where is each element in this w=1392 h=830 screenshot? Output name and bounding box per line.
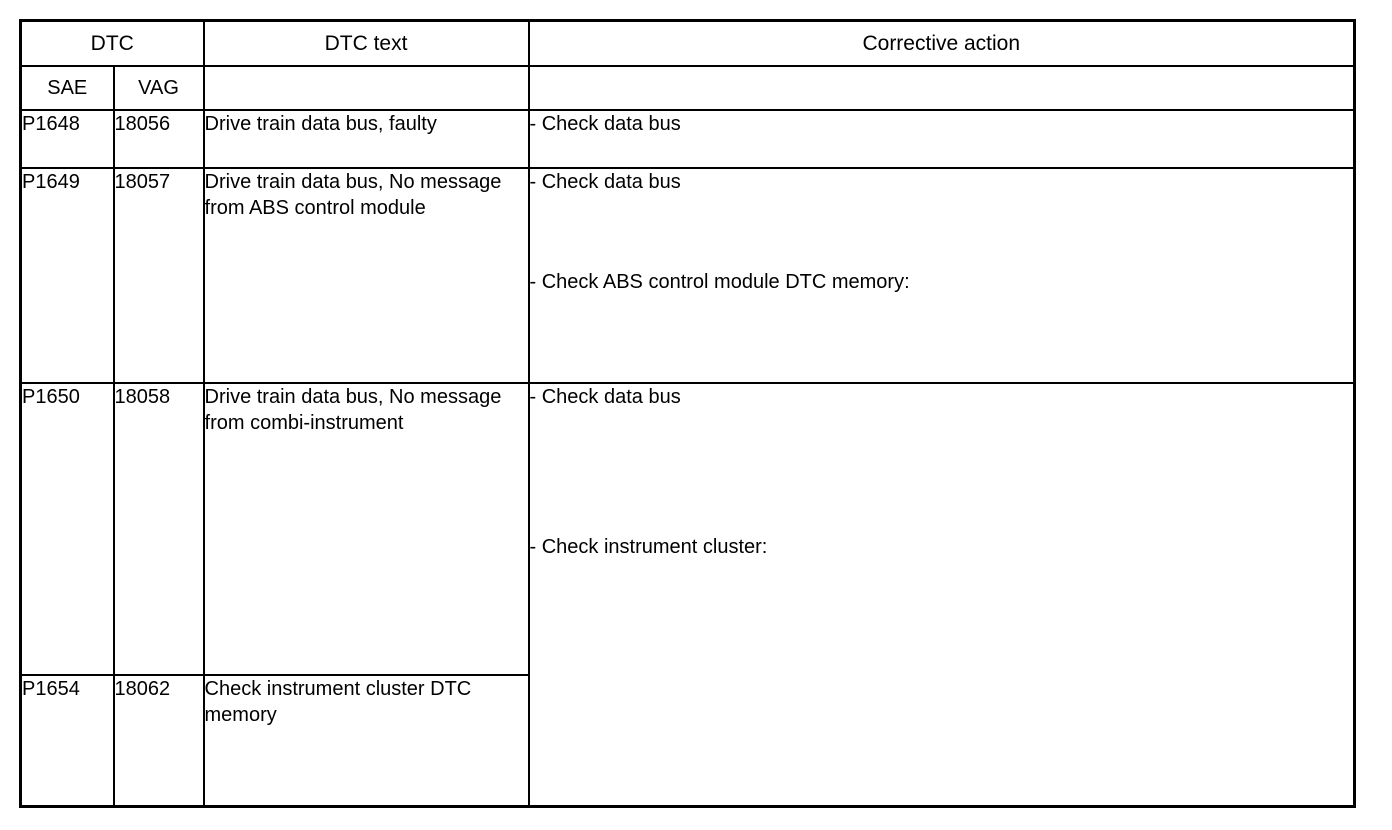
corrective-action-item: - Check data bus (529, 171, 681, 193)
column-subheader-vag: VAG (112, 65, 205, 111)
column-subheader-corrective-action-empty (527, 65, 1356, 111)
cell-dtc-text: Check instrument cluster DTC memory (202, 674, 530, 807)
cell-sae-code: P1649 (19, 167, 115, 384)
table-header-row-primary: DTC DTC text Corrective action (19, 19, 1356, 67)
table-row: P1654 18062 Check instrument cluster DTC… (19, 674, 1355, 807)
cell-sae-code: P1650 (19, 382, 115, 676)
corrective-action-item: - Check data bus (529, 113, 681, 135)
cell-corrective-action: - Check data bus (527, 109, 1356, 169)
cell-dtc-text: Drive train data bus, faulty (202, 109, 530, 169)
column-header-corrective-action: Corrective action (527, 19, 1356, 67)
cell-sae-code: P1648 (19, 109, 115, 169)
cell-vag-code: 18057 (112, 167, 205, 384)
cell-vag-code: 18056 (112, 109, 205, 169)
column-header-dtc: DTC (19, 19, 205, 67)
dtc-table: DTC DTC text Corrective action SAE VAG P… (19, 19, 1356, 808)
cell-corrective-action: - Check data bus - Check ABS control mod… (527, 167, 1356, 384)
corrective-action-item: - Check ABS control module DTC memory: (529, 271, 910, 293)
cell-vag-code: 18058 (112, 382, 205, 676)
table-row: P1649 18057 Drive train data bus, No mes… (19, 167, 1356, 384)
cell-sae-code: P1654 (19, 674, 115, 807)
column-subheader-dtc-text-empty (202, 65, 530, 111)
column-header-dtc-text: DTC text (202, 19, 530, 67)
table-row: P1650 18058 Drive train data bus, No mes… (19, 382, 1356, 807)
column-subheader-sae: SAE (19, 65, 115, 111)
table-header-row-secondary: SAE VAG (19, 65, 1356, 111)
cell-dtc-text: Drive train data bus, No message from co… (202, 382, 530, 676)
table-row: P1648 18056 Drive train data bus, faulty… (19, 109, 1356, 169)
corrective-action-item: - Check data bus (529, 386, 681, 408)
corrective-action-item: - Check instrument cluster: (529, 536, 768, 558)
cell-dtc-text: Drive train data bus, No message from AB… (202, 167, 530, 384)
cell-corrective-action-merged: - Check data bus - Check instrument clus… (527, 382, 1356, 807)
cell-vag-code: 18062 (112, 674, 205, 807)
